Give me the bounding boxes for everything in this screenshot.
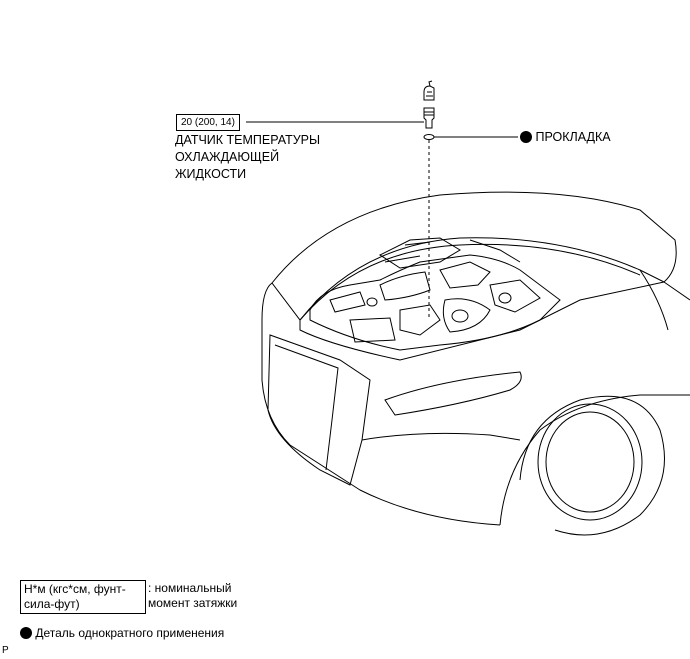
engine-bay [309, 237, 561, 351]
corner-mark: P [2, 645, 9, 656]
headlight [384, 371, 522, 416]
sensor-label-line3: ЖИДКОСТИ [175, 167, 247, 181]
legend-single-use: Деталь однократного применения [20, 626, 224, 641]
single-use-legend-dot-icon [20, 627, 32, 639]
gasket-label: ПРОКЛАДКА [535, 130, 611, 144]
connector-plug [423, 85, 435, 101]
gasket-callout: ПРОКЛАДКА [520, 129, 611, 146]
legend-unit-line2: сила-фут) [24, 597, 80, 611]
single-use-dot-icon [520, 131, 532, 143]
sensor-label: ДАТЧИК ТЕМПЕРАТУРЫ ОХЛАЖДАЮЩЕЙ ЖИДКОСТИ [175, 132, 320, 183]
car-body [261, 282, 501, 526]
sensor-label-line2: ОХЛАЖДАЮЩЕЙ [175, 150, 280, 164]
hood [271, 191, 677, 321]
legend-unit-line1: Н*м (кгс*см, фунт- [24, 582, 126, 596]
grille [267, 334, 371, 486]
front-wheel [519, 395, 665, 536]
sensor-label-line1: ДАТЧИК ТЕМПЕРАТУРЫ [175, 133, 321, 147]
coolant-temp-sensor [423, 107, 435, 129]
legend-unit-box: Н*м (кгс*см, фунт- сила-фут) [20, 580, 146, 614]
gasket [423, 134, 435, 140]
legend-single-use-label: Деталь однократного применения [35, 626, 225, 640]
legend-unit-description: : номинальный момент затяжки [148, 581, 237, 611]
legend-unit-desc-line1: : номинальный [148, 581, 232, 595]
legend-unit-desc-line2: момент затяжки [148, 596, 238, 610]
torque-value-box: 20 (200, 14) [176, 114, 240, 131]
